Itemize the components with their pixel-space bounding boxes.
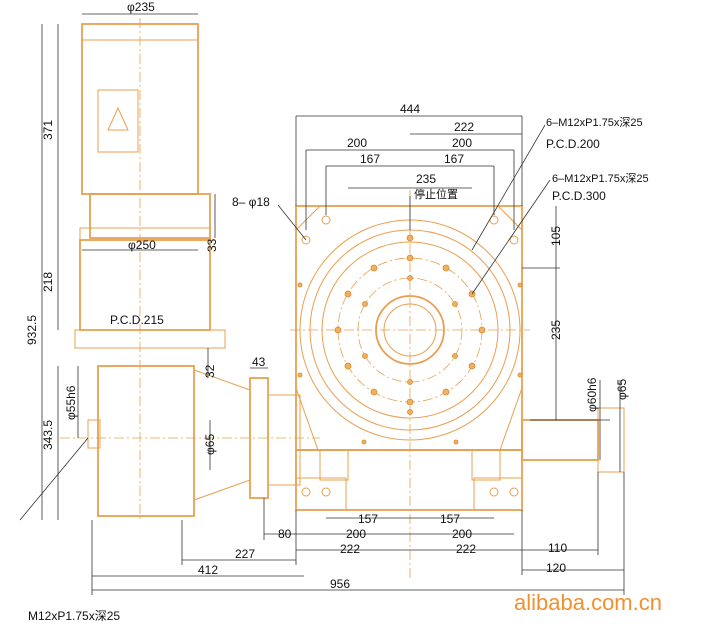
dim-235-top: 235	[416, 172, 436, 186]
dim-371: 371	[41, 120, 55, 140]
dim-222-bottom-left: 222	[340, 542, 360, 556]
dim-222-top: 222	[454, 120, 474, 134]
coupling-flange	[89, 193, 211, 239]
dim-60h6: φ60h6	[585, 377, 599, 412]
dim-157-left: 157	[358, 512, 378, 526]
side-view: φ235 371 218 932.5 33 φ250 P.C.D.215 φ55…	[19, 0, 320, 623]
dim-33: 33	[205, 238, 219, 252]
label-8-holes: 8– φ18	[232, 195, 270, 209]
output-shaft	[521, 419, 599, 461]
label-pcd-300: P.C.D.300	[552, 189, 606, 203]
dim-55h6: φ55h6	[64, 385, 78, 420]
top-view: 444 200 222 167 167 200 235 停止位置 8– φ18 …	[232, 102, 649, 580]
label-thread-bottom: M12xP1.75x深25	[28, 609, 120, 623]
watermark: alibaba.com.cn	[514, 590, 662, 615]
dim-105: 105	[549, 226, 563, 246]
warning-triangle-icon	[107, 106, 129, 131]
label-pcd-200: P.C.D.200	[546, 137, 600, 151]
dim-200-top-right: 200	[452, 136, 472, 150]
dim-80: 80	[278, 527, 292, 541]
dim-200-top-left: 200	[347, 136, 367, 150]
dim-343: 343.5	[41, 420, 55, 450]
dim-412: 412	[198, 563, 218, 577]
dim-43: 43	[252, 355, 266, 369]
gear-case	[97, 365, 195, 517]
dim-157-right: 157	[440, 512, 460, 526]
motor-nameplate	[97, 89, 139, 153]
dim-250: φ250	[128, 238, 156, 252]
dim-120: 120	[546, 561, 566, 575]
bottom-dimensions: 157 157 80 200 200 227 222 222 110 412 1…	[91, 472, 625, 595]
dim-167-left: 167	[360, 152, 380, 166]
dim-218: 218	[41, 272, 55, 292]
label-thread-2: 6–M12xP1.75x深25	[552, 172, 649, 185]
dim-956: 956	[330, 577, 350, 591]
dim-222-bottom-right: 222	[456, 542, 476, 556]
dim-65-left: φ65	[203, 434, 217, 455]
dim-227: 227	[235, 547, 255, 561]
dim-235-vertical: 235	[549, 320, 563, 340]
dim-110: 110	[548, 541, 567, 555]
dim-444: 444	[400, 102, 420, 116]
dim-65-right: φ65	[615, 379, 629, 400]
label-stop-position: 停止位置	[414, 187, 458, 201]
dim-167-right: 167	[444, 152, 464, 166]
label-thread-1: 6–M12xP1.75x深25	[546, 116, 643, 129]
label-pcd-215: P.C.D.215	[110, 313, 164, 327]
dim-200-bottom-right: 200	[452, 527, 472, 541]
dim-motor-dia: φ235	[127, 0, 155, 14]
bolt-holes	[297, 215, 523, 497]
dim-200-bottom-left: 200	[346, 527, 366, 541]
dim-32: 32	[203, 364, 217, 378]
dim-932: 932.5	[25, 315, 39, 345]
